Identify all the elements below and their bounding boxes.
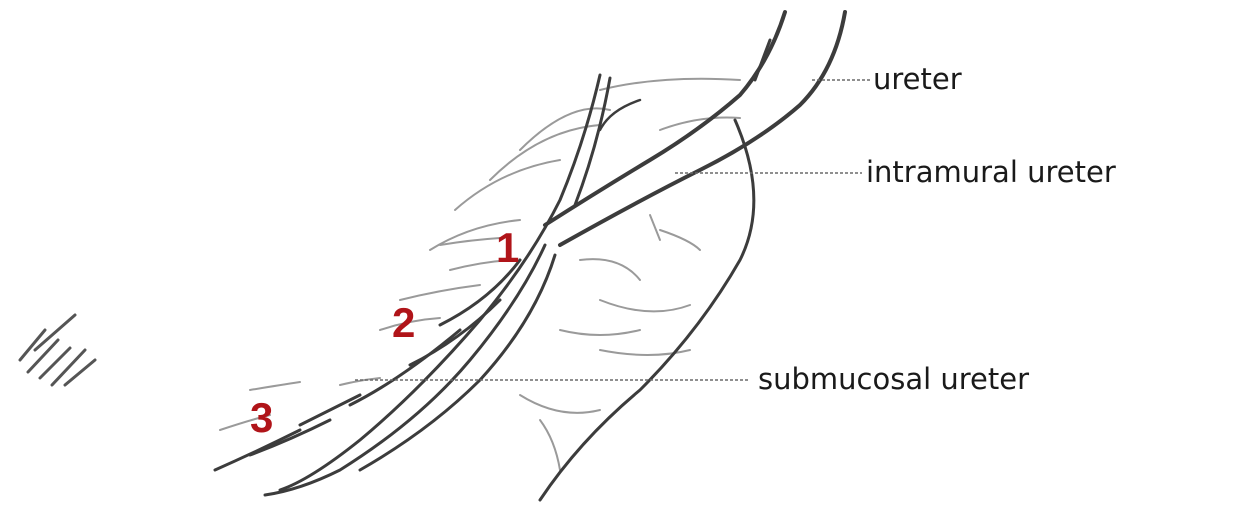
stray-sketch-fragment [20, 315, 95, 385]
submucosal-ureter-label: submucosal ureter [758, 362, 1029, 396]
bladder-wall-outline [540, 120, 754, 500]
marker-2: 2 [392, 299, 415, 346]
marker-3: 3 [250, 394, 273, 441]
ureter-label: ureter [873, 62, 962, 96]
ureter-tube [545, 12, 845, 245]
detrusor-muscle-strokes [430, 79, 740, 470]
intramural-ureter-label: intramural ureter [866, 155, 1116, 189]
marker-1: 1 [496, 224, 519, 271]
